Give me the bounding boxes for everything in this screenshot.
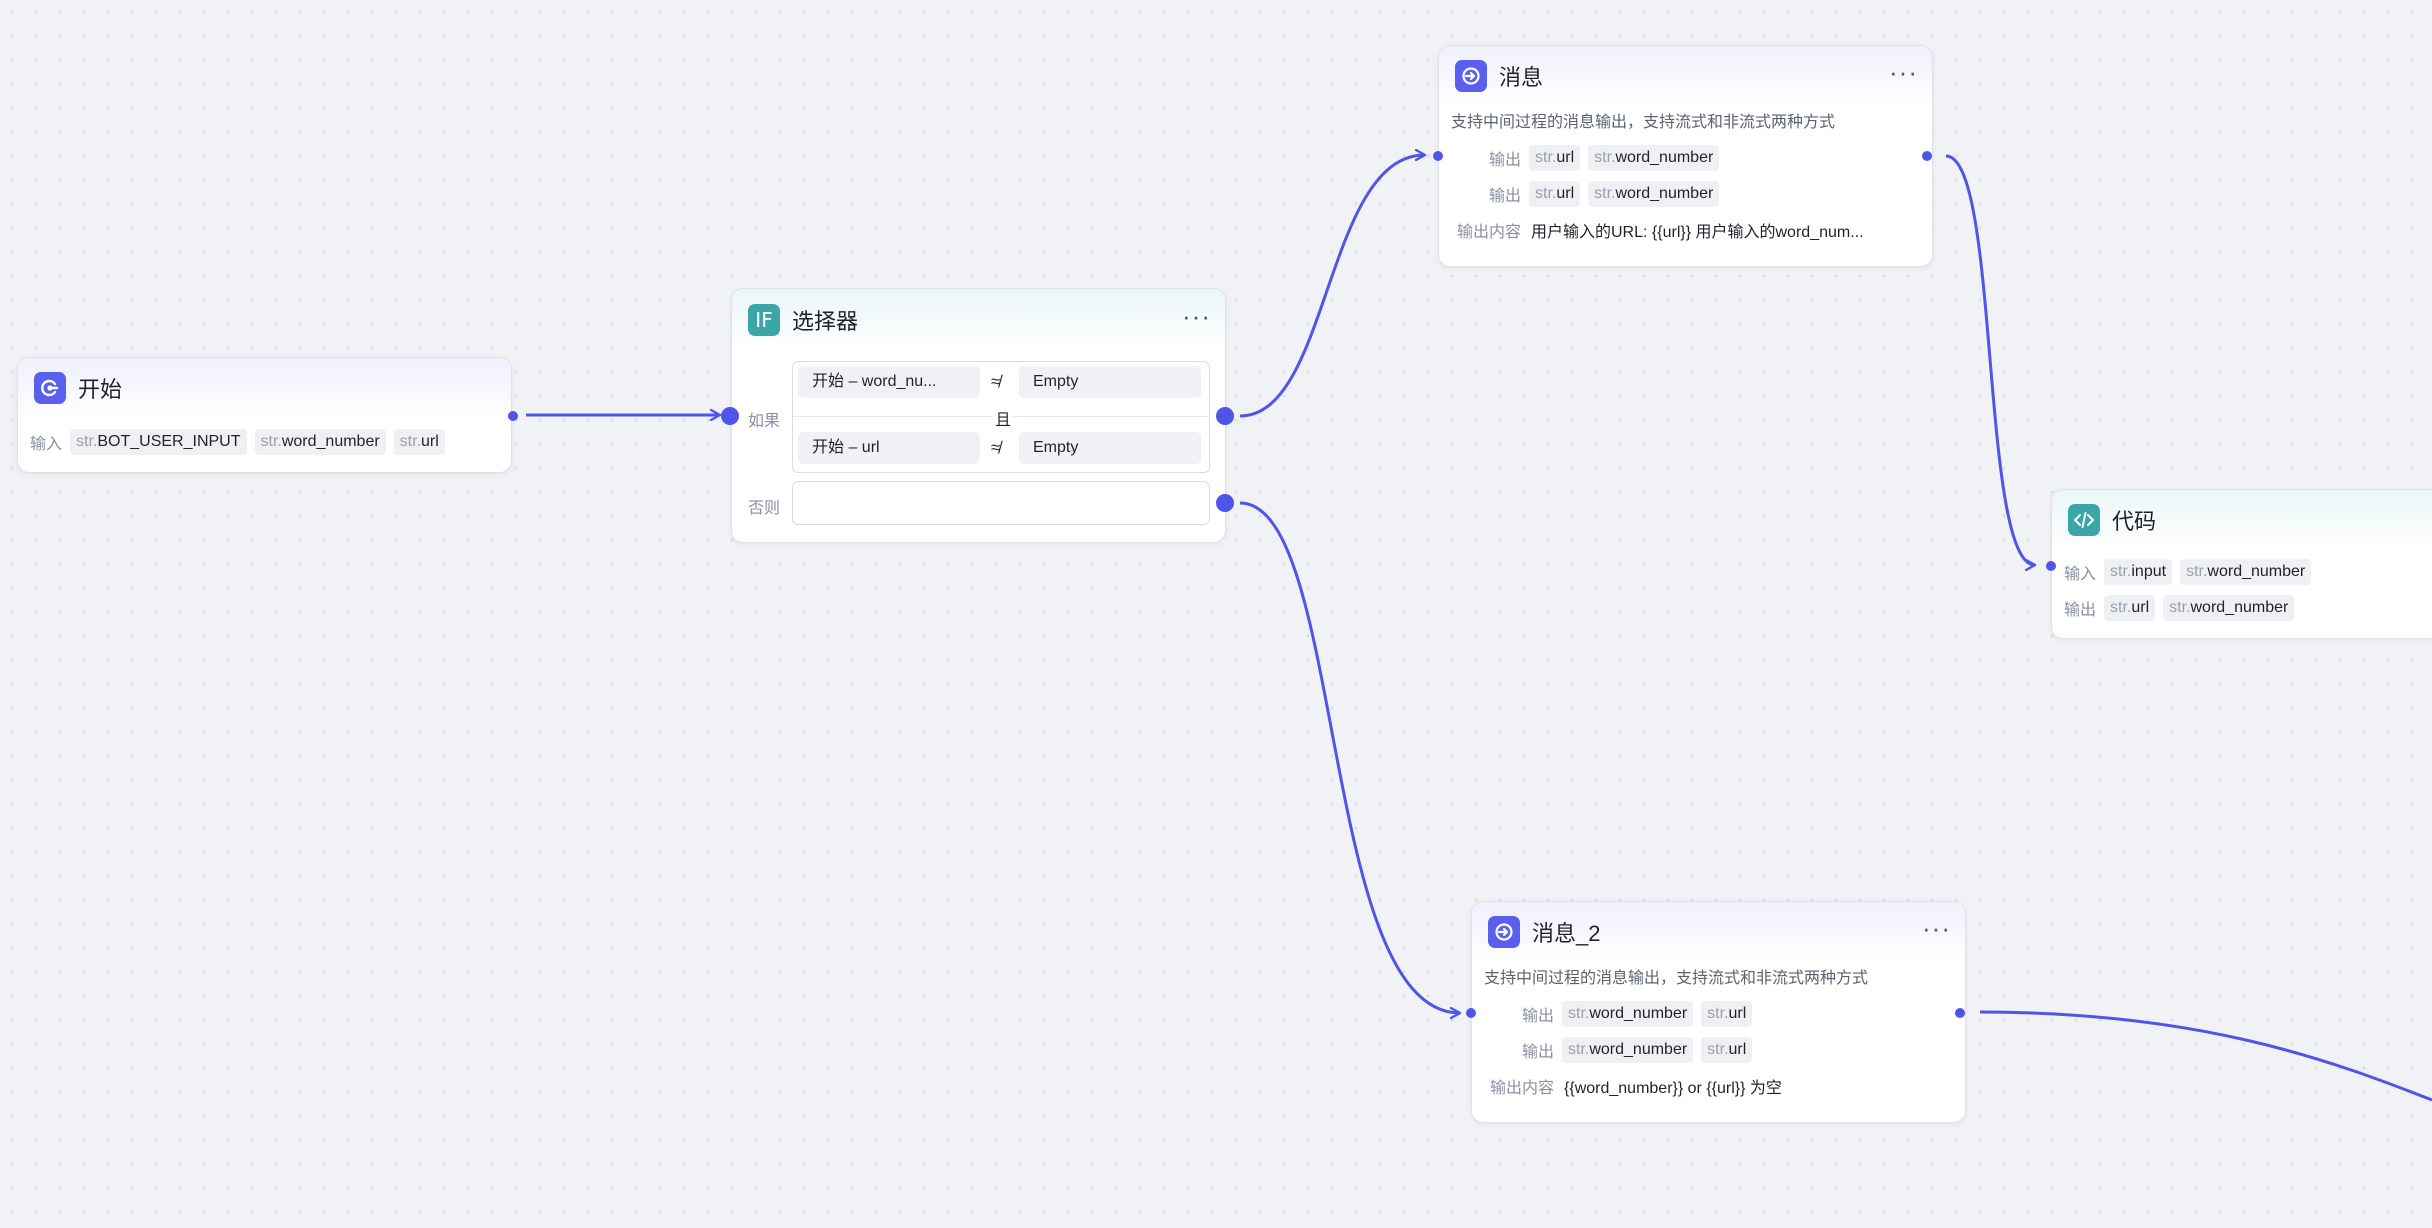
output-row: 输出 str.word_number str.url (1472, 1032, 1965, 1068)
condition-left[interactable]: 开始 – url (798, 432, 980, 464)
more-options-icon[interactable]: ··· (1182, 301, 1211, 331)
node-title: 消息_2 (1532, 921, 1601, 946)
condition-left[interactable]: 开始 – word_nu... (798, 366, 980, 398)
input-port[interactable] (1466, 1008, 1476, 1018)
output-label: 输出 (1521, 1044, 1554, 1061)
var-tag: str.url (2104, 595, 2156, 621)
input-label: 输入 (30, 436, 63, 453)
more-options-icon[interactable]: ··· (1922, 913, 1951, 943)
and-label[interactable]: 且 (993, 406, 1014, 430)
if-label: 如果 (748, 413, 781, 430)
message-icon (1488, 916, 1520, 948)
var-tag: str.word_number (254, 429, 386, 455)
output-content-label: 输出内容 (1489, 1080, 1554, 1097)
input-port[interactable] (721, 407, 739, 425)
condition-operator[interactable]: ≉ (991, 372, 1001, 391)
output-port[interactable] (508, 411, 518, 421)
var-tag: str.url (1701, 1001, 1753, 1027)
else-label: 否则 (748, 500, 781, 517)
message2-node[interactable]: 消息_2 ··· 支持中间过程的消息输出，支持流式和非流式两种方式 输出 str… (1466, 901, 1966, 1123)
output-port[interactable] (1955, 1008, 1965, 1018)
node-description: 支持中间过程的消息输出，支持流式和非流式两种方式 (1484, 970, 1869, 987)
input-port[interactable] (2046, 561, 2056, 571)
selector-node[interactable]: IF 选择器 ··· 如果 开始 – word_nu... ≉ Empty 且 … (721, 288, 1234, 543)
message2-node-header: 消息_2 ··· (1472, 902, 1965, 962)
condition-right[interactable]: Empty (1019, 432, 1201, 464)
message-node-header: 消息 ··· (1439, 46, 1932, 106)
var-tag: str.word_number (1562, 1037, 1694, 1063)
message-node[interactable]: 消息 ··· 支持中间过程的消息输出，支持流式和非流式两种方式 输出 str.u… (1433, 45, 1933, 267)
more-options-icon[interactable]: ··· (1889, 57, 1918, 87)
if-output-port[interactable] (1216, 407, 1234, 425)
condition-group[interactable]: 开始 – word_nu... ≉ Empty 且 开始 – url ≉ Emp… (792, 361, 1210, 473)
else-box[interactable] (792, 481, 1210, 525)
var-tag: str.url (1701, 1037, 1753, 1063)
condition-operator[interactable]: ≉ (991, 438, 1001, 457)
code-input-row: 输入 str.input str.word_number (2052, 554, 2432, 590)
var-tag: str.input (2104, 559, 2173, 585)
node-title: 选择器 (792, 309, 859, 334)
start-node[interactable]: 开始 输入 str.BOT_USER_INPUT str.word_number… (17, 357, 518, 473)
edge-message-to-code[interactable] (1945, 154, 2035, 565)
edge-message2-out[interactable] (1979, 1010, 2432, 1102)
output-label: 输出 (1521, 1008, 1554, 1025)
node-description: 支持中间过程的消息输出，支持流式和非流式两种方式 (1451, 114, 1836, 131)
code-node[interactable]: 代码 输入 str.input str.word_number 输出 str.u… (2046, 489, 2432, 639)
output-content-label: 输出内容 (1456, 224, 1521, 241)
node-title: 代码 (2112, 509, 2157, 534)
output-row: 输出 str.url str.word_number (1439, 140, 1932, 176)
edge-selector-to-message[interactable] (1239, 155, 1425, 418)
start-input-row: 输入 str.BOT_USER_INPUT str.word_number st… (18, 424, 511, 460)
input-label: 输入 (2064, 566, 2097, 583)
var-tag: str.BOT_USER_INPUT (70, 429, 247, 455)
code-icon (2068, 504, 2100, 536)
output-row: 输出 str.word_number str.url (1472, 996, 1965, 1032)
output-label: 输出 (1488, 188, 1521, 205)
var-tag: str.word_number (2163, 595, 2295, 621)
condition-right[interactable]: Empty (1019, 366, 1201, 398)
if-icon: IF (748, 304, 780, 336)
input-port[interactable] (1433, 151, 1443, 161)
output-port[interactable] (1922, 151, 1932, 161)
var-tag: str.url (1529, 145, 1581, 171)
var-tag: str.word_number (2180, 559, 2312, 585)
start-icon (34, 372, 66, 404)
var-tag: str.url (1529, 181, 1581, 207)
var-tag: str.url (393, 429, 445, 455)
code-node-header: 代码 (2052, 490, 2432, 550)
var-tag: str.word_number (1562, 1001, 1694, 1027)
output-row: 输出 str.url str.word_number (1439, 176, 1932, 212)
output-content-value: {{word_number}} or {{url}} 为空 (1564, 1080, 1782, 1097)
edge-selector-to-message2[interactable] (1239, 501, 1460, 1013)
output-content-row: 输出内容 {{word_number}} or {{url}} 为空 (1472, 1068, 1965, 1104)
message-icon (1455, 60, 1487, 92)
output-content-row: 输出内容 用户输入的URL: {{url}} 用户输入的word_num... (1439, 212, 1932, 248)
var-tag: str.word_number (1588, 145, 1720, 171)
output-label: 输出 (1488, 152, 1521, 169)
node-title: 消息 (1499, 65, 1544, 90)
start-node-header: 开始 (18, 358, 511, 418)
var-tag: str.word_number (1588, 181, 1720, 207)
code-output-row: 输出 str.url str.word_number (2052, 590, 2432, 626)
else-output-port[interactable] (1216, 494, 1234, 512)
selector-node-header: IF 选择器 ··· (732, 289, 1225, 351)
node-title: 开始 (78, 377, 123, 402)
output-content-value: 用户输入的URL: {{url}} 用户输入的word_num... (1531, 224, 1864, 241)
output-label: 输出 (2064, 602, 2097, 619)
